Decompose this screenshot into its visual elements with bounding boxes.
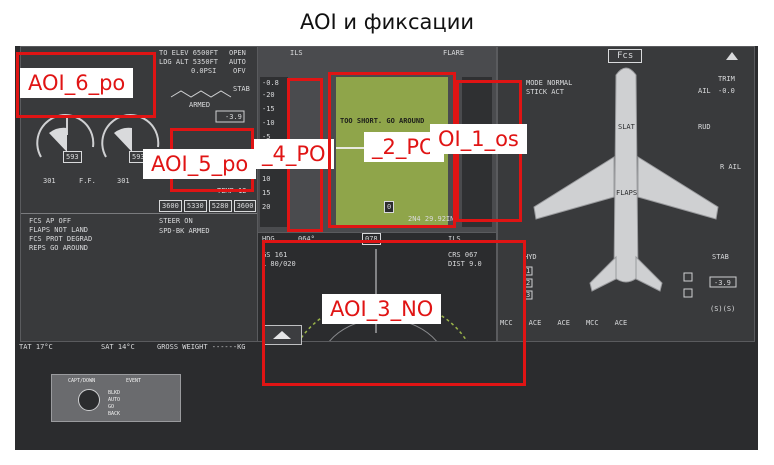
speed-tick-7: 10 bbox=[262, 175, 271, 183]
ff-label: F.F. bbox=[79, 177, 96, 185]
synoptic-mode: MODE NORMAL bbox=[526, 79, 573, 87]
synoptic-stab-value: -3.9 bbox=[714, 279, 731, 287]
ace-label-4: MCC bbox=[585, 319, 599, 327]
eicas-top-line-1: TO ELEV 6500FT bbox=[159, 49, 219, 57]
aoi-6-box bbox=[16, 52, 156, 118]
speed-tick-9: 20 bbox=[262, 203, 271, 211]
fuel-box-4: 3600 bbox=[233, 200, 257, 212]
nd-right-1: ILS bbox=[448, 235, 461, 243]
knob-panel: CAPT/DOWN EVENT BLKD AUTO GO BACK bbox=[51, 374, 181, 422]
footer-gross-weight: GROSS WEIGHT ------KG bbox=[157, 343, 246, 351]
synoptic-r-ail: R AIL bbox=[720, 163, 742, 171]
knob-label-3: BLKD bbox=[108, 390, 121, 396]
ace-label-1: MCC bbox=[500, 319, 513, 327]
nd-right-2: CRS 067 bbox=[448, 251, 478, 259]
pfd-ils: ILS bbox=[290, 49, 303, 57]
speed-tick-0: -0.8 bbox=[262, 79, 279, 87]
egt-left-value: 301 bbox=[43, 177, 56, 185]
footer-sat: SAT 14°C bbox=[101, 343, 135, 351]
ace-label-5: ACE bbox=[614, 319, 628, 327]
triangle-up-icon bbox=[273, 331, 291, 339]
synoptic-hyd-1: 1 bbox=[526, 267, 531, 275]
aircraft-diagram bbox=[523, 67, 737, 300]
knob-label-5: GO bbox=[108, 404, 115, 410]
synoptic-hyd-3: 3 bbox=[526, 291, 531, 299]
footer-tat: TAT 17°C bbox=[19, 343, 53, 351]
aoi-3-box bbox=[262, 240, 526, 386]
ace-label-3: ACE bbox=[557, 319, 570, 327]
eicas-ofv: OFV bbox=[233, 67, 246, 75]
n1-gauge-right-fill bbox=[114, 127, 132, 152]
fuel-box-1: 3600 bbox=[159, 200, 182, 212]
speed-tick-2: -15 bbox=[262, 105, 275, 113]
aoi-1-label: OI_1_os bbox=[430, 124, 527, 154]
speed-tick-3: -10 bbox=[262, 119, 275, 127]
eicas-auto: AUTO bbox=[229, 58, 246, 66]
pfd-flare: FLARE bbox=[443, 49, 465, 57]
aoi-4-label: _4_PO bbox=[254, 139, 334, 169]
knob-label-6: BACK bbox=[108, 411, 121, 417]
synoptic-ail-value: -0.0 bbox=[718, 87, 735, 95]
synoptic-stab: STAB bbox=[712, 253, 729, 261]
aoi-2-label: _2_PO bbox=[364, 132, 444, 162]
nd-left-2: 1 80/020 bbox=[262, 260, 296, 268]
nd-left-1: GS 161 bbox=[262, 251, 288, 259]
fuel-boxes: 3600 5330 5280 3600 bbox=[159, 200, 257, 212]
nd-hdg: HDG bbox=[262, 235, 275, 243]
synoptic-rud: RUD bbox=[698, 123, 711, 131]
synoptic-stick: STICK ACT bbox=[526, 88, 564, 96]
stab-label: STAB bbox=[233, 85, 250, 93]
pfd-alt-value: 0 bbox=[384, 201, 395, 213]
nd-right-3: DIST 9.0 bbox=[448, 260, 482, 268]
aoi-6-label: AOI_6_po bbox=[20, 68, 134, 98]
msg-1: FCS AP OFF bbox=[29, 217, 72, 225]
eicas-top-line-3: 0.0PSI bbox=[191, 67, 217, 75]
figure-title: AOI и фиксации bbox=[299, 10, 474, 34]
steer-label: STEER ON bbox=[159, 217, 193, 225]
aoi-5-label: AOI_5_po bbox=[143, 149, 257, 179]
synoptic-slat: SLAT bbox=[618, 123, 635, 131]
nd-hdg-value: 064° bbox=[298, 235, 315, 243]
knob-label-4: AUTO bbox=[108, 397, 121, 403]
eicas-open: OPEN bbox=[229, 49, 246, 57]
egt-right-value: 301 bbox=[117, 177, 130, 185]
synoptic-tab[interactable]: Fcs bbox=[608, 49, 643, 63]
nd-expand-button[interactable] bbox=[262, 325, 302, 345]
n1-left-value: 593 bbox=[63, 151, 82, 163]
aoi-3-label: AOI_3_NO bbox=[322, 294, 442, 324]
ace-label-2: ACE bbox=[528, 319, 542, 327]
synoptic-trim: TRIM bbox=[718, 75, 735, 83]
speed-tick-8: 15 bbox=[262, 189, 271, 197]
stab-value: -3.9 bbox=[225, 113, 242, 121]
speed-tick-1: -20 bbox=[262, 91, 275, 99]
armed-label: ARMED bbox=[189, 101, 211, 109]
synoptic-ail: AIL bbox=[698, 87, 711, 95]
ace-row: MCC ACE ACE MCC ACE bbox=[500, 319, 627, 327]
stab-indicator bbox=[170, 90, 245, 123]
knob-selector[interactable] bbox=[78, 389, 100, 411]
synoptic-hyd: HYD bbox=[524, 253, 537, 261]
knob-label-1: CAPT/DOWN bbox=[68, 378, 96, 384]
triangle-up-icon bbox=[726, 52, 738, 60]
synoptic-flaps: FLAPS bbox=[616, 189, 638, 197]
speed-tick-4: -5 bbox=[262, 133, 271, 141]
msg-3: FCS PROT DEGRAD bbox=[29, 235, 93, 243]
fcs-synoptic-screen: Fcs MODE NORMAL STICK ACT TRIM AIL -0.0 … bbox=[497, 46, 755, 342]
knob-label-2: EVENT bbox=[126, 378, 142, 384]
fuel-box-2: 5330 bbox=[183, 200, 207, 212]
msg-4: REPS GO AROUND bbox=[29, 244, 89, 252]
pfd-baro: 2N4 29.92IN bbox=[408, 215, 455, 223]
n1-gauge-left-fill bbox=[49, 127, 67, 152]
synoptic-hyd-2: 2 bbox=[526, 279, 531, 287]
synoptic-ss: (S)(S) bbox=[710, 305, 736, 313]
eicas-top-line-2: LDG ALT 5350FT bbox=[159, 58, 219, 66]
spd-bk-label: SPD-BK ARMED bbox=[159, 227, 210, 235]
nd-track: 078 bbox=[362, 233, 381, 245]
fuel-box-3: 5280 bbox=[208, 200, 232, 212]
pfd-warning: TOO SHORT. GO AROUND bbox=[340, 117, 425, 125]
eicas-divider bbox=[21, 213, 257, 214]
msg-2: FLAPS NOT LAND bbox=[29, 226, 89, 234]
